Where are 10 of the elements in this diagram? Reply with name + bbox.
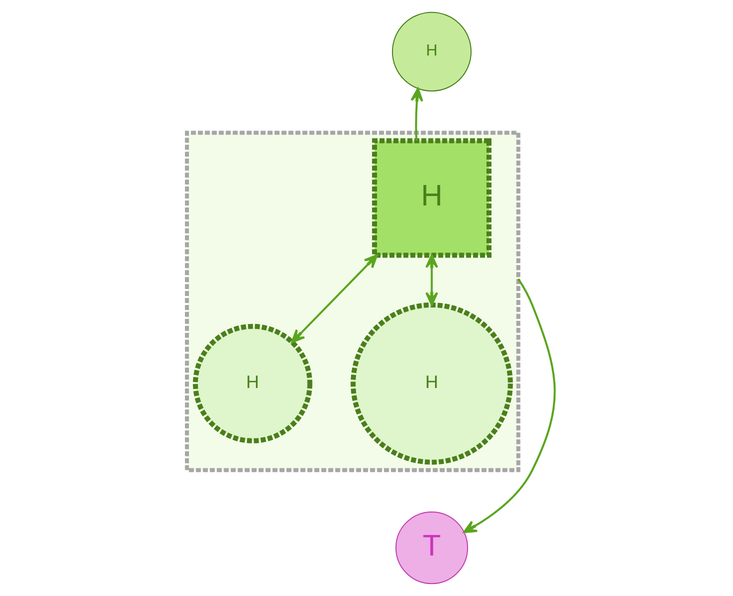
arrow — [424, 254, 438, 306]
node-box: H — [372, 138, 491, 258]
arrow — [462, 278, 556, 534]
node-circle: H — [192, 324, 312, 444]
arrow — [410, 88, 423, 141]
cluster — [184, 130, 520, 472]
node-circle: H — [391, 12, 472, 92]
node-circle: H — [350, 302, 512, 465]
node-circle: T — [394, 511, 468, 584]
arrow — [290, 254, 378, 344]
